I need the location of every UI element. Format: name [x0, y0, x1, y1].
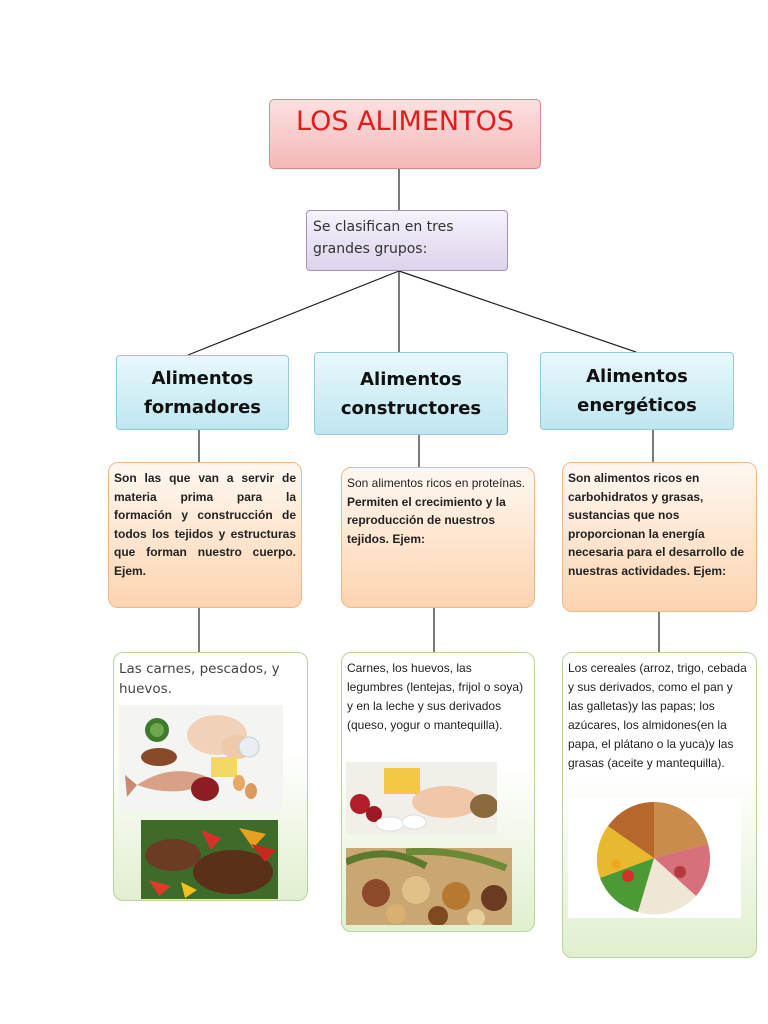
description-constructores-bold: Permiten el crecimiento y la reproducció… — [347, 494, 506, 546]
meat-fish-eggs-image — [119, 705, 283, 811]
description-energeticos-text: Son alimentos ricos en carbohidratos y g… — [568, 471, 745, 578]
category-formadores: Alimentos formadores — [116, 355, 289, 430]
description-formadores: Son las que van a servir de materia prim… — [108, 462, 302, 608]
legumes-image — [346, 848, 512, 925]
examples-constructores-text: Carnes, los huevos, las legumbres (lente… — [347, 661, 524, 732]
description-constructores: Son alimentos ricos en proteínas. Permit… — [341, 467, 535, 608]
examples-energeticos-text: Los cereales (arroz, trigo, cebada y sus… — [568, 661, 747, 770]
grilled-meat-image — [141, 820, 278, 899]
description-formadores-text: Son las que van a servir de materia prim… — [114, 471, 296, 578]
category-energeticos: Alimentos energéticos — [540, 352, 734, 430]
food-pyramid-plate-image — [568, 798, 741, 918]
category-constructores: Alimentos constructores — [314, 352, 508, 435]
description-energeticos: Son alimentos ricos en carbohidratos y g… — [562, 462, 757, 612]
classification-subtitle: Se clasifican en tres grandes grupos: — [306, 210, 508, 271]
examples-formadores-text: Las carnes, pescados, y huevos. — [119, 661, 280, 697]
page-title: LOS ALIMENTOS — [269, 99, 541, 169]
description-constructores-text: Son alimentos ricos en proteínas. — [347, 476, 526, 490]
dairy-meat-image — [346, 762, 497, 834]
